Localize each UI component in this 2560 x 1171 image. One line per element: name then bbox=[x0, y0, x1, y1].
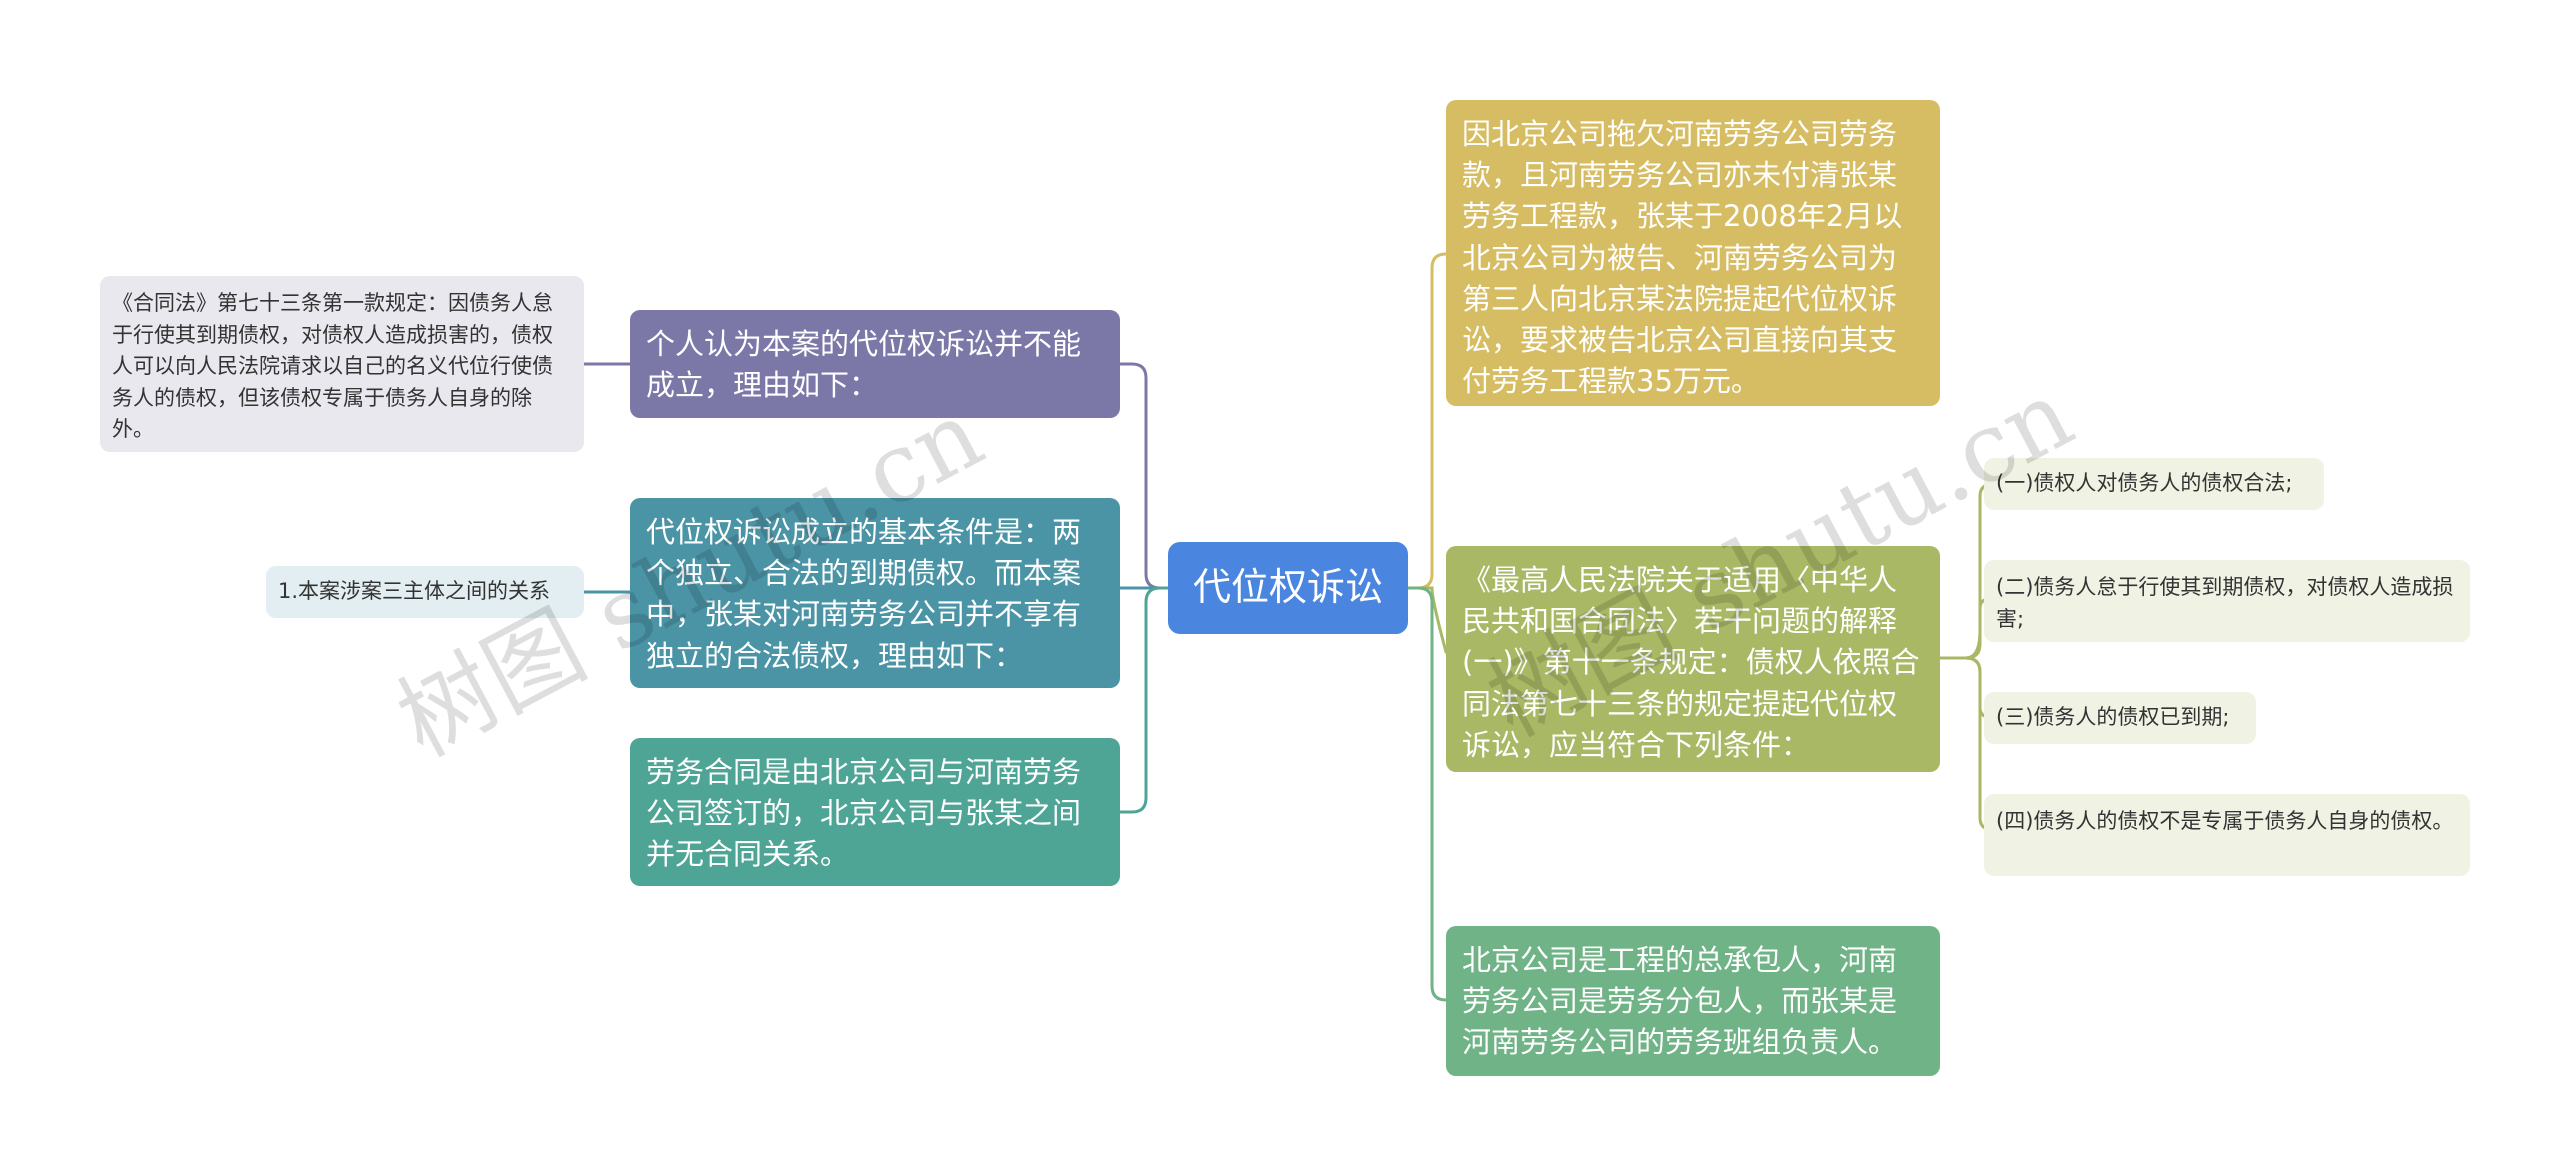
left-branch-2[interactable]: 代位权诉讼成立的基本条件是：两个独立、合法的到期债权。而本案中，张某对河南劳务公… bbox=[630, 498, 1120, 688]
right-branch-1[interactable]: 因北京公司拖欠河南劳务公司劳务款，且河南劳务公司亦未付清张某劳务工程款，张某于2… bbox=[1446, 100, 1940, 406]
left-branch-1-child[interactable]: 《合同法》第七十三条第一款规定：因债务人怠于行使其到期债权，对债权人造成损害的，… bbox=[100, 276, 584, 452]
left-branch-1[interactable]: 个人认为本案的代位权诉讼并不能成立，理由如下： bbox=[630, 310, 1120, 418]
link-root-right2 bbox=[1408, 586, 1456, 654]
link-root-left1 bbox=[1120, 362, 1168, 590]
link-root-left3 bbox=[1120, 586, 1168, 814]
right-branch-3[interactable]: 北京公司是工程的总承包人，河南劳务公司是劳务分包人，而张某是河南劳务公司的劳务班… bbox=[1446, 926, 1940, 1076]
right-branch-2-child-1[interactable]: (一)债权人对债务人的债权合法; bbox=[1984, 458, 2324, 510]
right-branch-2-child-3[interactable]: (三)债务人的债权已到期; bbox=[1984, 692, 2256, 744]
left-branch-3[interactable]: 劳务合同是由北京公司与河南劳务公司签订的，北京公司与张某之间并无合同关系。 bbox=[630, 738, 1120, 886]
root-node[interactable]: 代位权诉讼 bbox=[1168, 542, 1408, 634]
right-branch-2[interactable]: 《最高人民法院关于适用〈中华人民共和国合同法〉若干问题的解释(一)》第十一条规定… bbox=[1446, 546, 1940, 772]
right-branch-2-child-4[interactable]: (四)债务人的债权不是专属于债务人自身的债权。 bbox=[1984, 794, 2470, 876]
link-root-right3 bbox=[1408, 586, 1456, 1002]
left-branch-2-child[interactable]: 1.本案涉案三主体之间的关系 bbox=[266, 566, 584, 618]
right-branch-2-child-2[interactable]: (二)债务人怠于行使其到期债权，对债权人造成损害; bbox=[1984, 560, 2470, 642]
